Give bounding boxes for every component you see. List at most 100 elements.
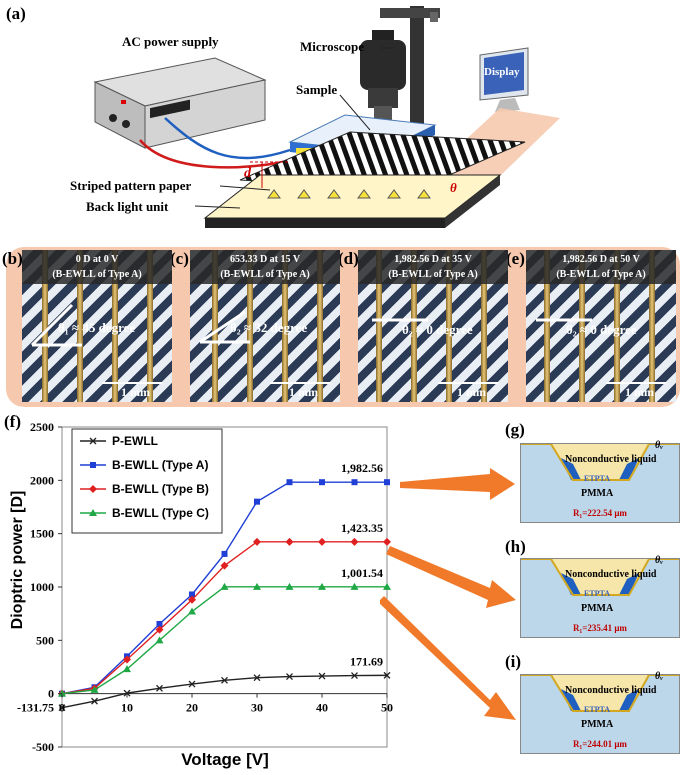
microscope: [360, 6, 440, 136]
data-point: [285, 537, 294, 546]
data-point: [156, 684, 163, 692]
data-point: [318, 582, 326, 590]
etpta-label: ETPTA: [584, 705, 611, 714]
end-value-label: 1,423.35: [341, 521, 383, 535]
arrow-to-i: [380, 596, 516, 720]
data-point: [220, 582, 229, 590]
data-point: [221, 550, 228, 557]
ac-power-supply-label: AC power supply: [122, 34, 219, 49]
y-tick-label: 500: [36, 633, 54, 647]
sample-label: Sample: [296, 82, 338, 97]
panel-label-g: (g): [505, 420, 525, 439]
data-point: [123, 665, 131, 673]
photo-caption: 653.33 D at 15 V(B-EWLL of Type A): [190, 250, 340, 284]
y-tick-label: 2000: [30, 473, 54, 487]
y-tick-label: 1000: [30, 580, 54, 594]
data-point: [188, 595, 196, 604]
dioptric-power-chart: 171.691,982.561,423.351,001.54 -50005001…: [9, 420, 393, 769]
scale-label: 1 mm: [625, 385, 654, 399]
data-point: [89, 485, 97, 493]
display-monitor: [479, 47, 529, 112]
data-point: [318, 672, 326, 680]
x-tick-label: 10: [121, 701, 133, 715]
radius-label: R₁=222.54 μm: [573, 508, 627, 518]
cross-section-h: Nonconductive liquid ETPTA PMMA θᵥ R₁=23…: [520, 555, 680, 638]
data-point: [123, 689, 131, 697]
data-point: [254, 498, 260, 505]
panel-label-h: (h): [505, 537, 526, 556]
legend-entry: P-EWLL: [112, 434, 158, 448]
etpta-label: ETPTA: [584, 589, 611, 598]
data-point: [189, 591, 195, 598]
angle-readout: θ₂ ≈ 0 degree: [402, 322, 473, 337]
scale-bar: [270, 382, 330, 384]
data-point: [351, 672, 358, 679]
data-point: [188, 607, 196, 615]
etpta-label: ETPTA: [584, 474, 611, 483]
scale-label: 1 mm: [121, 385, 150, 399]
data-point: [318, 537, 326, 546]
pmma-label: PMMA: [581, 719, 614, 730]
microscope-label: Microscope: [300, 39, 365, 54]
pmma-label: PMMA: [581, 488, 614, 499]
data-point: [155, 625, 164, 634]
x-tick-label: 0: [59, 701, 65, 715]
photo-c: 653.33 D at 15 V(B-EWLL of Type A) θ₂ ≈ …: [190, 250, 340, 402]
y-axis-label: Dioptric power [D]: [9, 491, 26, 630]
legend-entry: B-EWLL (Type B): [112, 482, 209, 496]
x-tick-label: 30: [251, 701, 263, 715]
panel-label-f: (f): [4, 412, 21, 431]
back-light-unit: [203, 174, 502, 228]
panel-label-d: (d): [338, 249, 359, 268]
panel-label-e: (e): [506, 249, 525, 268]
data-point: [286, 673, 293, 681]
y-tick-label: 2500: [30, 420, 54, 434]
scale-bar: [102, 382, 162, 384]
x-tick-label: 20: [186, 701, 198, 715]
display-label: Display: [484, 66, 520, 78]
scale-label: 1 mm: [289, 385, 318, 399]
data-point: [384, 479, 390, 486]
cross-section-g: Nonconductive liquid ETPTA PMMA θᵥ R₁=22…: [520, 440, 680, 523]
arrow-to-h: [386, 546, 516, 608]
data-point: [285, 582, 294, 590]
scale-label: 1 mm: [457, 385, 486, 399]
data-point: [383, 537, 391, 546]
theta-label: θ: [450, 180, 457, 195]
photo-b: 0 D at 0 V(B-EWLL of Type A) θ₁ ≈ 45 deg…: [22, 250, 172, 402]
panel-label-i: (i): [505, 652, 522, 671]
y-tick-label-extra: -131.75: [17, 701, 54, 715]
data-point: [350, 582, 359, 590]
distance-d-label: d: [244, 166, 251, 181]
cross-section-i: Nonconductive liquid ETPTA PMMA θᵥ R₁=24…: [520, 671, 680, 754]
data-point: [90, 462, 96, 468]
legend-entry: B-EWLL (Type C): [112, 506, 209, 520]
theta-v-label: θᵥ: [655, 671, 663, 682]
data-point: [156, 620, 163, 627]
data-point: [383, 582, 391, 590]
data-point: [383, 671, 391, 679]
x-axis-label: Voltage [V]: [181, 750, 269, 769]
liquid-label: Nonconductive liquid: [565, 454, 657, 465]
arrow-to-g: [400, 468, 515, 500]
angle-readout: θ₂ ≈ 0 degree: [566, 322, 637, 337]
photo-caption: 1,982.56 D at 50 V(B-EWLL of Type A): [526, 250, 676, 284]
panel-label-c: (c): [170, 249, 189, 268]
radius-label: R₁=244.01 μm: [573, 739, 627, 749]
data-point: [58, 689, 66, 697]
data-point: [286, 479, 293, 486]
legend-entry: B-EWLL (Type A): [112, 458, 208, 472]
y-tick-label: -500: [32, 740, 54, 754]
end-value-label: 1,982.56: [341, 461, 383, 475]
data-point: [319, 479, 325, 486]
liquid-label: Nonconductive liquid: [565, 569, 657, 580]
photo-caption: 0 D at 0 V(B-EWLL of Type A): [22, 250, 172, 284]
scale-bar: [606, 382, 666, 384]
ac-power-supply: [93, 57, 267, 149]
photo-d: 1,982.56 D at 35 V(B-EWLL of Type A) θ₂ …: [358, 250, 508, 402]
liquid-label: Nonconductive liquid: [565, 685, 657, 696]
data-point: [253, 674, 261, 682]
striped-paper-label: Striped pattern paper: [70, 178, 192, 193]
end-value-label: 1,001.54: [341, 566, 383, 580]
photo-caption: 1,982.56 D at 35 V(B-EWLL of Type A): [358, 250, 508, 284]
